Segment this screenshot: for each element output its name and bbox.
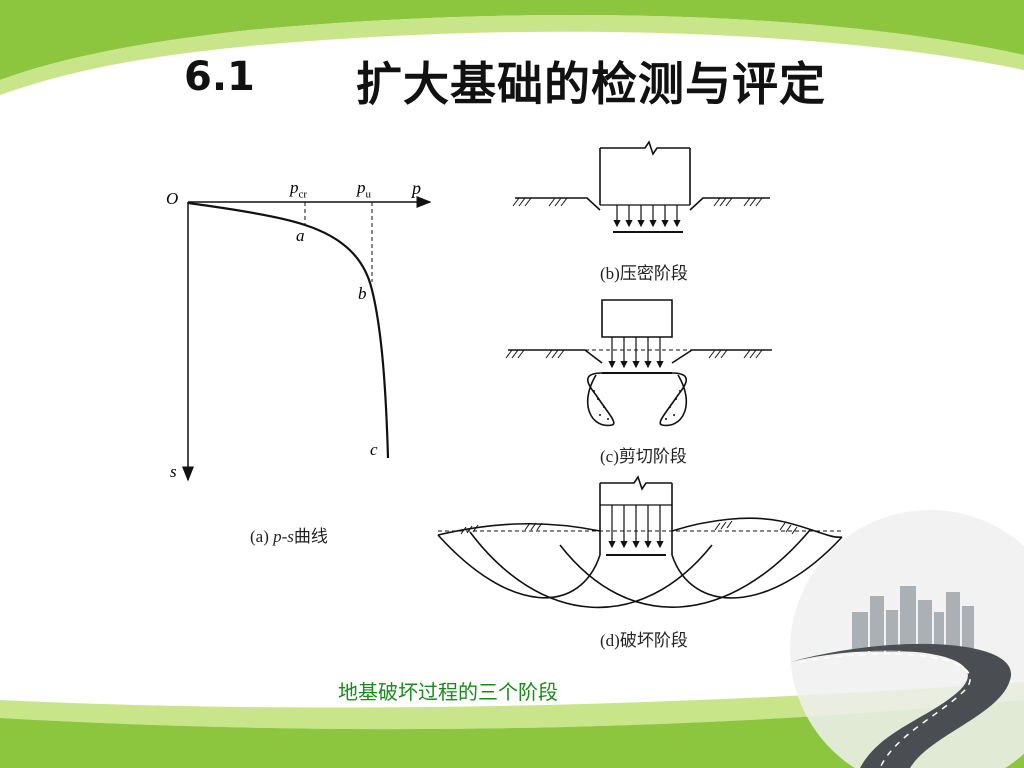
title-number: 6.1 [184, 54, 255, 100]
failure-surface-left [437, 534, 601, 599]
figure-c-shear [505, 299, 772, 427]
figure-a-caption-suffix: 曲线 [293, 527, 328, 546]
slide-title: 6.1 扩大基础的检测与评定 [0, 48, 1024, 118]
pcr-label: pcr [290, 178, 307, 200]
city-skyline-decoration [852, 586, 974, 652]
figure-d-failure [437, 475, 843, 609]
figure-a-ps-curve [182, 196, 432, 482]
pu-base: p [357, 178, 366, 197]
figure-c-caption: (c)剪切阶段 [600, 447, 687, 466]
foundation-b [599, 140, 691, 205]
top-swoosh-light [0, 15, 1024, 96]
origin-label: O [166, 189, 179, 208]
p-axis-label: p [412, 178, 421, 198]
ps-curve [187, 201, 390, 459]
failure-surface-right [671, 536, 843, 599]
failure-surface-cross-right [469, 531, 713, 609]
figure-b-caption: (b)压密阶段 [600, 264, 688, 283]
figure-a-caption-ps: p-s [273, 527, 294, 546]
figure-d-caption: (d)破坏阶段 [600, 631, 688, 650]
main-caption: 地基破坏过程的三个阶段 [338, 680, 558, 704]
pu-sub: u [365, 188, 372, 201]
shear-zone-left [586, 372, 615, 427]
shear-zone-right [659, 372, 688, 427]
figure-a-caption: (a) p-s曲线 [250, 522, 328, 547]
point-b-label: b [358, 284, 367, 303]
top-swoosh-dark [0, 0, 1024, 80]
pu-label: pu [357, 178, 371, 200]
s-axis-label: s [170, 462, 177, 481]
title-text: 扩大基础的检测与评定 [356, 57, 826, 111]
foundation-c [601, 299, 673, 338]
foundation-d [599, 475, 673, 555]
pcr-sub: cr [298, 188, 308, 201]
point-c-label: c [370, 440, 378, 459]
figure-a-caption-prefix: (a) [250, 527, 274, 546]
point-a-label: a [296, 226, 305, 245]
pcr-base: p [290, 178, 299, 197]
failure-surface-cross-left [559, 529, 811, 608]
bottom-swoosh-light [0, 682, 1024, 730]
figure-b-compaction [512, 140, 770, 233]
ground-b [515, 197, 770, 211]
bottom-swoosh-dark [0, 700, 1024, 768]
road-decoration [790, 643, 1012, 768]
